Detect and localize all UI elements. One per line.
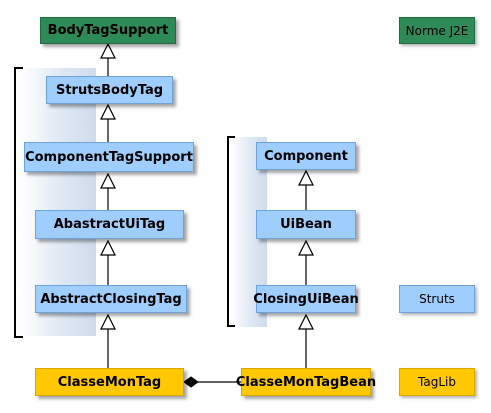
class-abstract-ui-tag: AbastractUiTag	[35, 210, 184, 239]
inherit-arrow-component	[298, 169, 314, 186]
legend-standard: Norme J2E	[399, 17, 475, 44]
inherit-arrow-abstractuitag	[100, 239, 116, 256]
struts-tag-group-bracket	[14, 67, 23, 338]
class-abstract-closing-tag: AbstractClosingTag	[35, 285, 187, 313]
class-ui-bean: UiBean	[256, 210, 356, 239]
class-closing-ui-bean: ClosingUiBean	[253, 285, 359, 313]
legend-struts: Struts	[399, 285, 475, 313]
class-component: Component	[256, 142, 356, 170]
inherit-arrow-bodytagsupport	[100, 42, 116, 59]
composition-diamond	[183, 376, 199, 388]
class-body-tag-support: BodyTagSupport	[40, 17, 176, 44]
struts-component-group-bracket	[227, 136, 235, 327]
class-classe-mon-tag: ClasseMonTag	[35, 368, 184, 396]
inherit-arrow-componenttagsupport	[100, 172, 116, 189]
class-component-tag-support: ComponentTagSupport	[24, 142, 194, 172]
class-classe-mon-tag-bean: ClasseMonTagBean	[236, 368, 376, 396]
class-struts-body-tag: StrutsBodyTag	[46, 76, 173, 104]
legend-taglib: TagLib	[399, 368, 475, 396]
inherit-arrow-abstractclosingtag	[100, 313, 116, 330]
inherit-arrow-closinguibean	[298, 313, 314, 330]
inherit-arrow-strutsbodytag	[100, 103, 116, 120]
inherit-arrow-uibean	[298, 239, 314, 256]
